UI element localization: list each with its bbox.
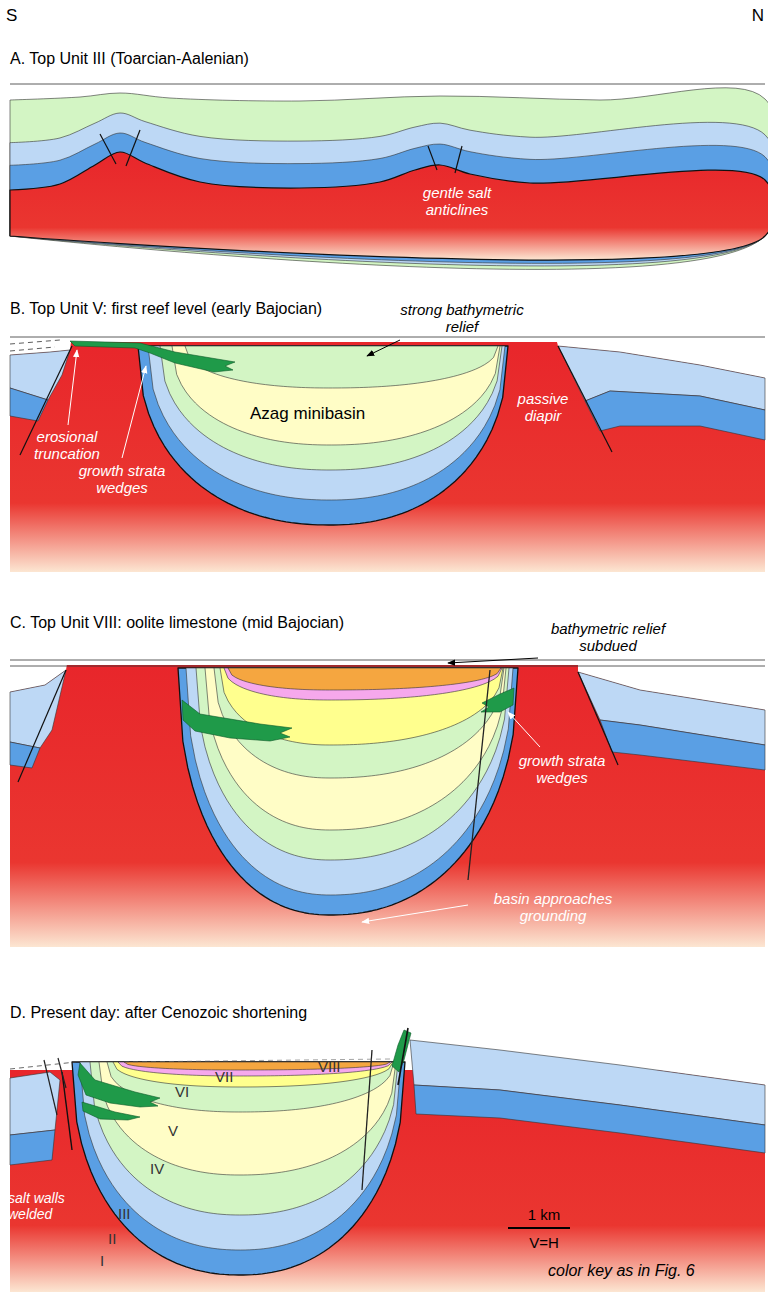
basin-fill-layer (185, 346, 498, 388)
rock-layer (585, 391, 765, 440)
rock-layer (10, 742, 40, 768)
basin-fill-layer (224, 668, 502, 700)
annotation: growth strata wedges (70, 462, 174, 497)
reef-wedge (70, 341, 235, 372)
basin-fill-layer (124, 1062, 390, 1070)
unit-label: I (100, 1252, 120, 1269)
fault-line (455, 146, 462, 173)
basin-fill-layer (178, 668, 518, 915)
basin-fill-layer (72, 1062, 405, 1275)
rock-layer (10, 388, 48, 421)
salt-weld-line (398, 1028, 408, 1085)
salt-layer (10, 342, 765, 572)
unit-label: VII (215, 1068, 255, 1085)
basin-fill-layer (205, 668, 506, 830)
fault-line (362, 1050, 372, 1190)
fault-line (428, 146, 437, 170)
annotation: strong bathymetric relief (392, 301, 532, 336)
diapir-flank (578, 672, 618, 765)
panel-title: A. Top Unit III (Toarcian-Aalenian) (10, 50, 430, 68)
fault-line (468, 670, 490, 880)
fault-line (58, 1058, 66, 1088)
eroded-surface-line (10, 1062, 76, 1069)
salt-layer (10, 665, 765, 947)
rock-layer (10, 88, 768, 270)
scale-label: V=H (514, 1234, 574, 1251)
sea-level-line (10, 666, 765, 667)
note: color key as in Fig. 6 (548, 1262, 758, 1280)
sea-level-line (10, 337, 765, 338)
scale-label: 1 km (514, 1206, 574, 1223)
basin-name: Azag minibasin (250, 404, 400, 424)
basin-fill-layer (90, 1062, 398, 1215)
compass-label: S (6, 6, 36, 26)
rock-layer (10, 133, 768, 263)
leader-line (68, 350, 77, 425)
panel-title: B. Top Unit V: first reef level (early B… (10, 300, 430, 318)
unit-label: VI (175, 1083, 205, 1100)
annotation: basin approaches grounding (468, 890, 638, 925)
reef-wedge (182, 700, 292, 741)
salt-layer (10, 152, 768, 260)
basin-fill-layer (99, 1062, 396, 1175)
annotation: passive diapir (505, 390, 581, 425)
fault-line (126, 130, 140, 166)
leader-line (122, 366, 146, 458)
pointer-arrow (367, 340, 400, 356)
basin-fill-layer (186, 668, 513, 895)
unit-label: VIII (318, 1058, 358, 1075)
unit-label: III (118, 1205, 148, 1222)
annotation: gentle salt anticlines (392, 184, 522, 219)
basin-fill-layer (228, 668, 501, 690)
basin-fill-layer (214, 668, 504, 778)
annotation: erosional truncation (12, 428, 122, 463)
panel-title: C. Top Unit VIII: oolite limestone (mid … (10, 614, 450, 632)
eroded-surface-line (124, 1059, 390, 1062)
salt-weld-line (62, 1072, 72, 1150)
eroded-layer-line (10, 347, 55, 351)
rock-layer (10, 1072, 60, 1135)
diapir-flank (18, 670, 66, 782)
scale-bar (508, 1227, 570, 1229)
geology (10, 84, 768, 1292)
reef-wedge (78, 1063, 160, 1107)
unit-label: IV (150, 1160, 180, 1177)
unit-label: II (108, 1230, 138, 1247)
annotation: growth strata wedges (513, 752, 611, 787)
fault-line (100, 134, 116, 164)
rock-layer (600, 720, 765, 770)
rock-layer (10, 1130, 55, 1165)
basin-fill-layer (118, 1062, 392, 1076)
pointer-arrow (448, 658, 538, 663)
reef-wedge (82, 1102, 140, 1120)
rock-layer (10, 113, 768, 266)
sea-level-line (10, 660, 765, 661)
leader-line (362, 905, 468, 922)
compass-label: N (734, 6, 764, 26)
unit-label: V (168, 1122, 198, 1139)
rock-layer (414, 1085, 765, 1153)
annotation: bathymetric relief subdued (538, 620, 678, 655)
sea-level-line (10, 84, 765, 85)
panel-title: D. Present day: after Cenozoic shortenin… (10, 1004, 430, 1022)
eroded-layer-line (10, 340, 60, 344)
fault-line (44, 1060, 57, 1115)
leader-line (508, 712, 540, 747)
basin-fill-layer (138, 346, 508, 525)
basin-fill-layer (113, 1062, 393, 1087)
annotation: salt walls welded (8, 1190, 80, 1222)
basin-fill-layer (196, 668, 509, 860)
